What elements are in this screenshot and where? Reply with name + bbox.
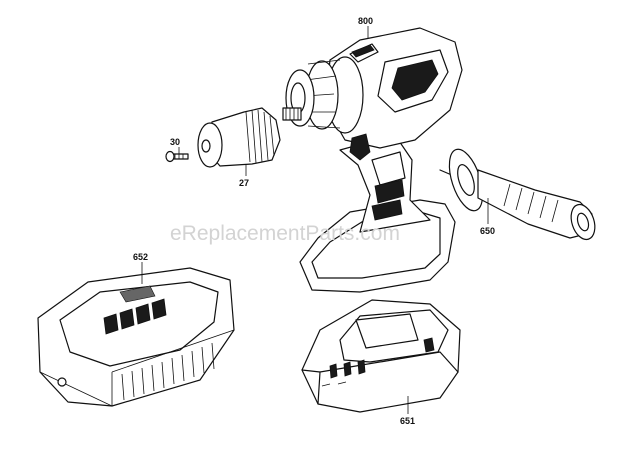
part-label-27: 27 <box>239 178 249 188</box>
keyless-chuck <box>197 107 281 168</box>
auxiliary-side-handle <box>439 148 596 241</box>
battery-charger <box>37 267 235 407</box>
battery-pack <box>301 299 461 413</box>
leader-lines <box>141 26 489 414</box>
chuck-screw <box>165 150 189 163</box>
watermark: eReplacementParts.com <box>170 222 400 245</box>
part-label-30: 30 <box>170 137 180 147</box>
part-label-652: 652 <box>133 252 148 262</box>
part-label-800: 800 <box>358 16 373 26</box>
drill-body <box>282 27 463 293</box>
part-label-651: 651 <box>400 416 415 426</box>
part-label-650: 650 <box>480 226 495 236</box>
